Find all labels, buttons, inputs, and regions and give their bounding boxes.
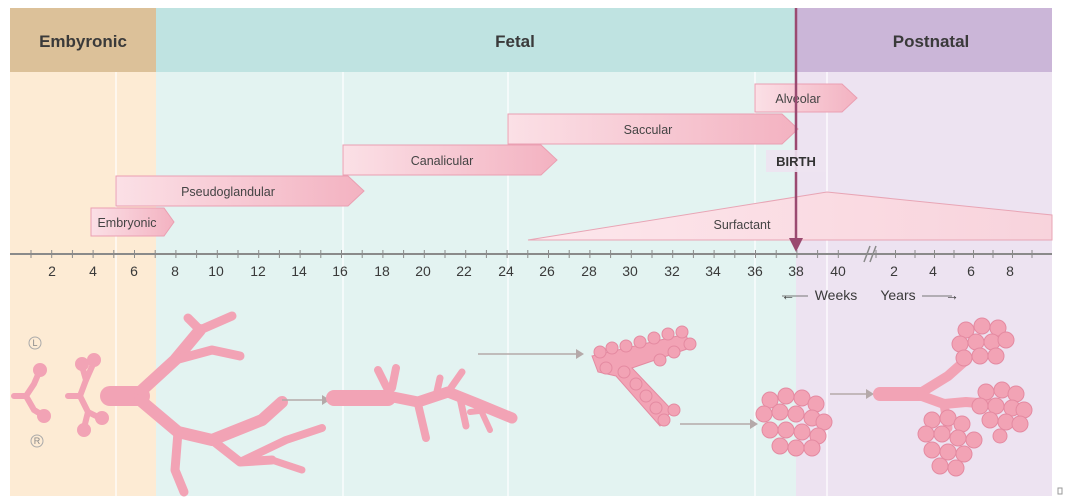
saccular-stage-arrow [507, 113, 799, 145]
week-tick-label: 24 [498, 263, 514, 279]
postnatal-period-label: Postnatal [893, 32, 970, 51]
birth-label-backdrop [766, 150, 826, 172]
birth-label: BIRTH [776, 154, 816, 169]
weeks-label: Weeks [815, 287, 858, 303]
week-tick-label: 6 [130, 263, 138, 279]
year-tick-label: 4 [929, 263, 937, 279]
alveolar-stage-label: Alveolar [775, 92, 820, 106]
surfactant-wedge [527, 191, 1053, 241]
early-lung-bud-branching [65, 353, 109, 437]
stage-arrows [90, 83, 858, 237]
week-tick-label: 36 [747, 263, 763, 279]
pseudoglandular-stage-arrow [115, 175, 365, 207]
left-side-circle [28, 336, 42, 350]
surfactant-label: Surfactant [714, 218, 772, 232]
week-tick-label: 12 [250, 263, 266, 279]
embryonic-period-label: Embyronic [39, 32, 127, 51]
axis-break [863, 245, 877, 263]
saccular-to-alveolar-arrowhead [750, 419, 758, 429]
embryonic-stage-label: Embryonic [97, 216, 156, 230]
pseudo-to-canalicular-arrowhead [322, 395, 330, 405]
canalicular-stage-arrow [342, 144, 558, 176]
corner-mark [1057, 487, 1063, 495]
week-tick-label: 30 [622, 263, 638, 279]
years-right-arrow: → [945, 287, 959, 303]
week-tick-label: 28 [581, 263, 597, 279]
birth-arrowhead [789, 238, 803, 252]
alveolar-cluster [755, 387, 833, 457]
week-tick-label: 38 [788, 263, 804, 279]
postnatal-header [796, 8, 1052, 72]
right-side-mark: R [34, 436, 41, 446]
week-tick-label: 40 [830, 263, 846, 279]
saccular-stage-label: Saccular [624, 123, 673, 137]
early-lung-bud-left [11, 363, 51, 423]
week-tick-label: 26 [539, 263, 555, 279]
week-tick-label: 10 [208, 263, 224, 279]
week-tick-label: 16 [332, 263, 348, 279]
week-tick-label: 34 [705, 263, 721, 279]
week-tick-label: 4 [89, 263, 97, 279]
week-tick-label: 32 [664, 263, 680, 279]
week-tick-label: 14 [291, 263, 307, 279]
week-tick-label: 2 [48, 263, 56, 279]
left-side-mark: L [32, 338, 37, 348]
years-label: Years [880, 287, 915, 303]
pseudoglandular-stage-label: Pseudoglandular [181, 185, 275, 199]
alveolar-to-mature-arrowhead [866, 389, 874, 399]
year-tick-label: 2 [890, 263, 898, 279]
week-tick-label: 8 [171, 263, 179, 279]
embryonic-header [10, 8, 156, 72]
week-tick-label: 18 [374, 263, 390, 279]
fetal-period-label: Fetal [495, 32, 535, 51]
saccular-lung-airway [591, 325, 697, 427]
fetal-header [156, 8, 796, 72]
embryonic-stage-arrow [90, 207, 175, 237]
canalicular-lung-segment [326, 364, 518, 442]
minor-ticks [30, 250, 1033, 258]
year-tick-label: 8 [1006, 263, 1014, 279]
year-tick-label: 6 [967, 263, 975, 279]
right-side-circle [30, 434, 44, 448]
mature-lung-acini [873, 317, 1033, 477]
week-tick-label: 22 [456, 263, 472, 279]
pseudoglandular-lung-tree [100, 311, 326, 497]
canalicular-stage-label: Canalicular [411, 154, 474, 168]
weeks-left-arrow: ← [781, 287, 795, 303]
week-tick-label: 20 [415, 263, 431, 279]
canalicular-to-saccular-arrowhead [576, 349, 584, 359]
alveolar-stage-arrow [754, 83, 858, 113]
